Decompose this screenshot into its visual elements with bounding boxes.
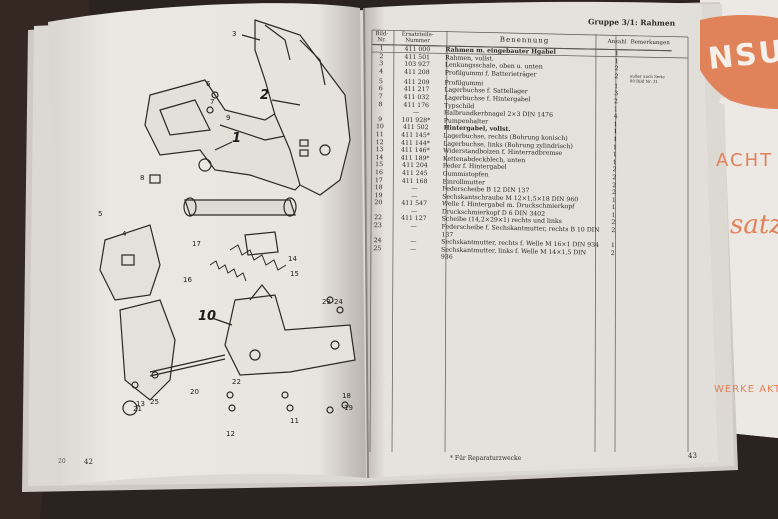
callout-6: 6 [206,80,211,88]
right-page [364,1,718,478]
callout-18: 18 [342,392,351,400]
group-title: Gruppe 3/1: Rahmen [587,17,676,28]
left-edge-number: 20 [58,458,66,465]
callout-15: 15 [290,270,299,278]
col-qty: Anzahl [605,34,629,50]
cell-qty: 2 [614,72,619,80]
cell-qty: 2 [611,227,616,235]
callout-7: 7 [210,98,215,106]
callout-4: 4 [122,230,127,238]
table-grid [369,29,689,453]
callout-11: 11 [290,417,299,425]
cell-remark [624,250,667,266]
callout-10: 10 [198,309,217,324]
callout-12: 12 [226,430,235,438]
cell-nr: 25 [373,244,382,253]
callout-2: 2 [260,88,270,103]
callout-19: 19 [344,404,353,412]
callout-20: 20 [190,388,199,396]
parts-table: Bild-Nr. Ersatzteile-Nummer Benennung An… [367,30,672,266]
callout-9: 9 [226,114,231,122]
cover-line-1: ACHT [716,150,774,171]
callout-13: 13 [136,400,145,408]
callout-1: 1 [232,131,242,146]
cell-remark [624,227,667,243]
cell-remark: außer auch Serie 90 Bild Nr. 21 [629,73,665,84]
col-nr: Bild-Nr. [371,30,392,45]
cover-line-3: WERKE AKTI [714,384,778,395]
cover-logo: NSU [706,34,778,77]
cell-nr: 23 [373,222,382,230]
callout-21: 21 [133,405,142,413]
cell-nr: 4 [379,67,384,76]
callout-8: 8 [140,174,145,182]
callout-24: 24 [334,298,343,306]
cell-qty: 2 [610,249,615,257]
callout-14: 14 [288,255,297,263]
cell-number: — [410,245,417,253]
callout-25: 25 [150,398,159,406]
callout-3: 3 [232,30,237,38]
cell-number: — [410,222,417,231]
cover-line-2: satz [730,210,778,240]
exploded-parts-drawing [99,19,356,416]
col-remarks: Bemerkungen [628,35,672,51]
callout-17: 17 [192,240,201,248]
col-number: Ersatzteile-Nummer [391,30,444,46]
callout-23: 23 [322,298,331,306]
callout-16: 16 [183,276,192,284]
left-page-number: 42 [84,458,93,466]
right-page-number: 43 [688,452,697,460]
callout-5: 5 [98,210,103,218]
callout-22: 22 [232,378,241,386]
footnote: * Für Reparaturzwecke [450,455,522,462]
